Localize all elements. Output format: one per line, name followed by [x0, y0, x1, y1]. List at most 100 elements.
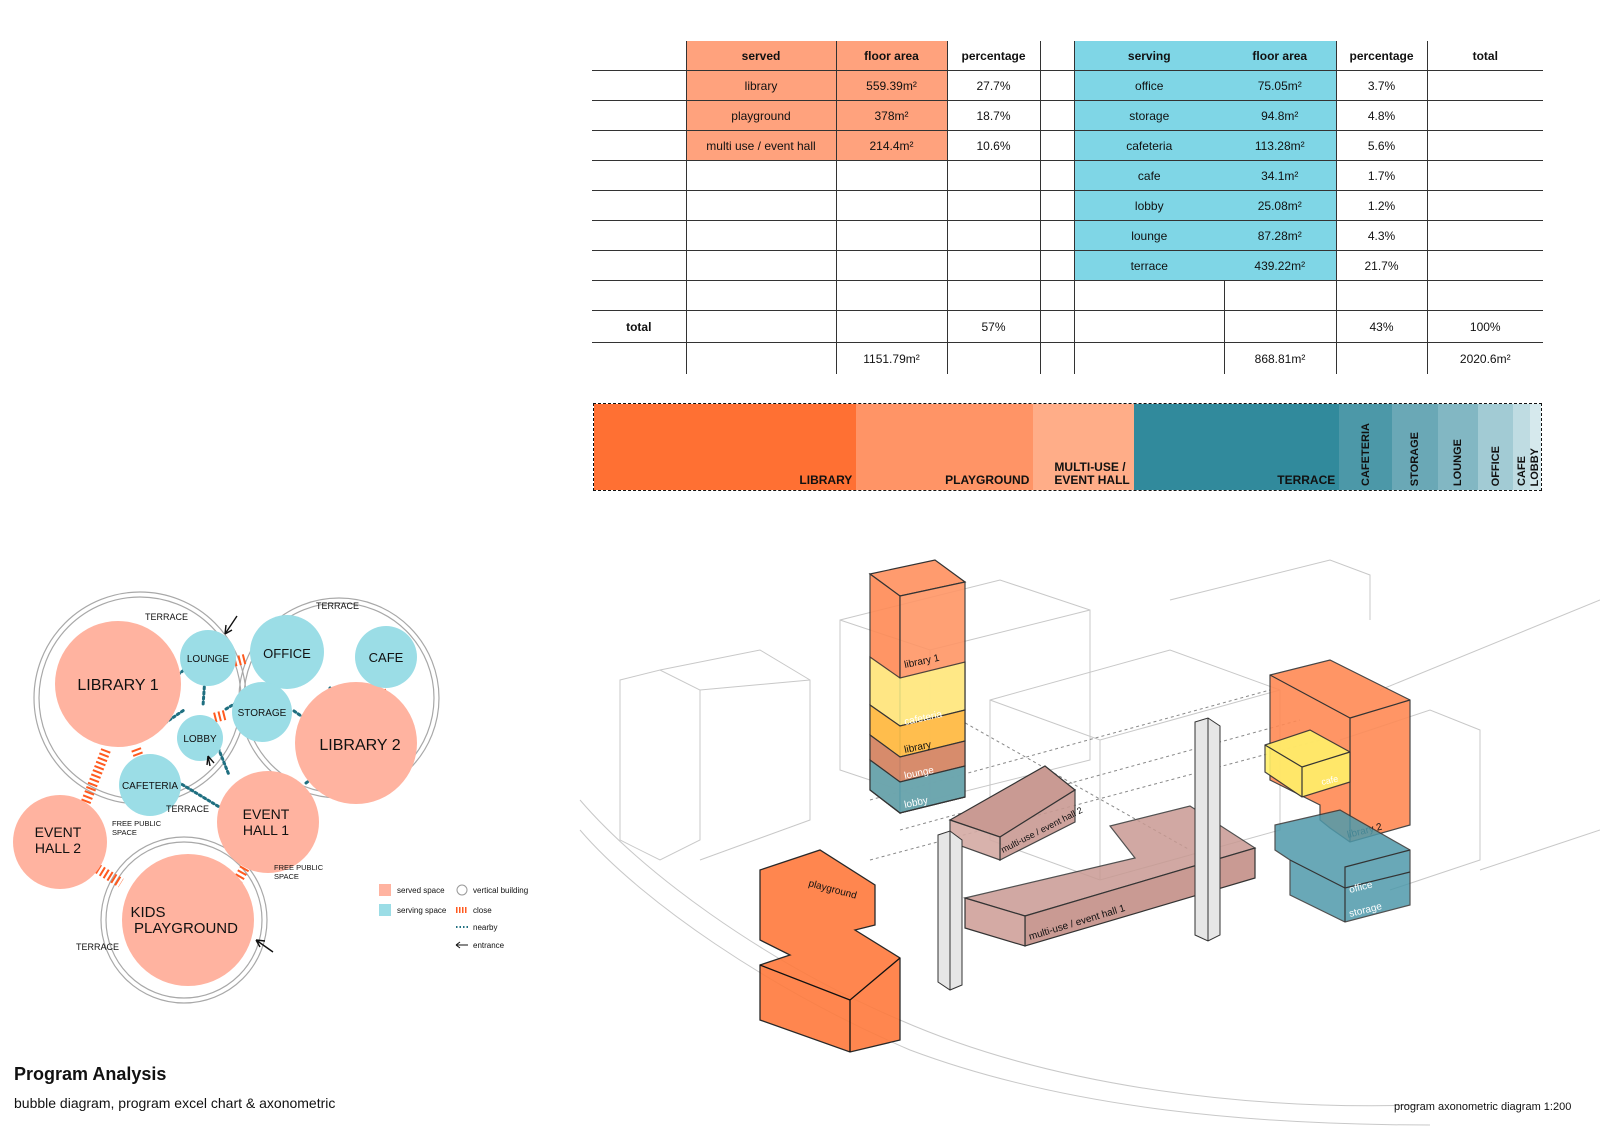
office-storage-volume: [1274, 809, 1411, 923]
label-free-public-2a: FREE PUBLIC: [274, 863, 324, 872]
served-area: [835, 220, 947, 251]
label-cafe: CAFE: [369, 650, 404, 665]
bubble-lobby: [177, 715, 223, 761]
empty-cell: [1039, 250, 1074, 281]
empty-cell: [592, 220, 686, 251]
context-buildings: [579, 559, 1600, 1126]
served-pct: [946, 220, 1040, 251]
served-area: [835, 280, 947, 311]
label-terrace-2: TERRACE: [316, 601, 359, 611]
served-area: [835, 160, 947, 191]
header-total: total: [1426, 41, 1543, 71]
served-pct: [946, 160, 1040, 191]
bar-segment: CAFE: [1513, 404, 1530, 490]
served-pct: [946, 250, 1040, 281]
legend-served: served space: [397, 886, 445, 895]
label-free-public-1a: FREE PUBLIC: [112, 819, 162, 828]
entrance-arrow-icon: [206, 755, 215, 767]
served-name: [685, 250, 836, 281]
serving-name: cafeteria: [1073, 130, 1224, 161]
legend-serving: serving space: [397, 906, 447, 915]
library1-tower: [868, 559, 967, 815]
serving-pct: 1.7%: [1335, 160, 1427, 191]
label-terrace-1: TERRACE: [145, 612, 188, 622]
serving-bubbles: [119, 615, 417, 816]
serving-pct: 4.8%: [1335, 100, 1427, 131]
bubble-office: [250, 615, 324, 689]
legend-entrance: entrance: [473, 941, 505, 950]
bar-segment: PLAYGROUND: [856, 404, 1034, 490]
empty-cell: [685, 342, 836, 374]
bar-segment: CAFETERIA: [1339, 404, 1393, 490]
label-free-public-2b: SPACE: [274, 872, 299, 881]
label-cafeteria: CAFETERIA: [122, 781, 178, 792]
bar-segment: LOUNGE: [1437, 404, 1479, 490]
label-storage: STORAGE: [238, 708, 287, 719]
served-name: library: [685, 70, 836, 101]
entrance-arrow-icon: [224, 615, 238, 635]
served-area: 214.4m²: [835, 130, 947, 161]
empty-cell: [1426, 280, 1543, 311]
bar-segment-label: LIBRARY: [799, 473, 853, 487]
label-terrace-4: TERRACE: [76, 942, 119, 952]
header-served-pct: percentage: [946, 41, 1040, 71]
bar-segment: STORAGE: [1392, 404, 1438, 490]
bubble-kids-playground: [122, 854, 254, 986]
label-event-hall2-l1: EVENT: [35, 824, 82, 840]
serving-pct: 3.7%: [1335, 70, 1427, 101]
header-serving-area: floor area: [1224, 41, 1336, 71]
empty-cell: [1039, 280, 1074, 311]
empty-cell: [592, 280, 686, 311]
empty-cell: [1039, 130, 1074, 161]
serving-pct: 5.6%: [1335, 130, 1427, 161]
label-office: OFFICE: [263, 646, 311, 661]
served-area: [835, 250, 947, 281]
served-total-area: 1151.79m²: [835, 342, 947, 374]
empty-cell: [1426, 220, 1543, 251]
empty-cell: [592, 160, 686, 191]
empty-cell: [592, 41, 686, 71]
bubble-cafeteria: [119, 754, 181, 816]
axonometric-caption: program axonometric diagram 1:200: [1394, 1101, 1572, 1113]
event-hall2-volume: [948, 765, 1077, 861]
empty-cell: [946, 342, 1040, 374]
empty-cell: [1335, 342, 1427, 374]
serving-pct: 21.7%: [1335, 250, 1427, 281]
empty-cell: [592, 130, 686, 161]
table-row: [592, 280, 1543, 311]
grand-total-pct: 100%: [1426, 310, 1543, 343]
bar-segment: LOBBY: [1529, 404, 1541, 490]
vertical-cores: [937, 717, 1221, 991]
axo-label-cafe: cafe: [1320, 774, 1339, 787]
empty-cell: [1073, 310, 1224, 343]
label-event-hall2-l2: HALL 2: [35, 840, 81, 856]
served-name: multi use / event hall: [685, 130, 836, 161]
serving-total-area: 868.81m²: [1223, 342, 1336, 374]
served-name: [685, 220, 836, 251]
serving-total-pct: 43%: [1335, 310, 1427, 343]
label-library1: LIBRARY 1: [77, 677, 158, 694]
playground-volume: [759, 849, 901, 1053]
serving-name: [1073, 280, 1224, 311]
serving-pct: 1.2%: [1335, 190, 1427, 221]
page-title: Program Analysis: [14, 1064, 167, 1084]
header-serving: serving: [1073, 41, 1224, 71]
legend-vertical: vertical building: [473, 886, 528, 895]
served-pct: 18.7%: [946, 100, 1040, 131]
serving-name: office: [1073, 70, 1224, 101]
bar-segment: TERRACE: [1133, 404, 1340, 490]
served-pct: 10.6%: [946, 130, 1040, 161]
page-subtitle: bubble diagram, program excel chart & ax…: [14, 1095, 336, 1111]
label-lobby: LOBBY: [183, 734, 217, 745]
served-area: 559.39m²: [835, 70, 947, 101]
empty-cell: [1039, 100, 1074, 131]
served-total-pct: 57%: [946, 310, 1040, 343]
